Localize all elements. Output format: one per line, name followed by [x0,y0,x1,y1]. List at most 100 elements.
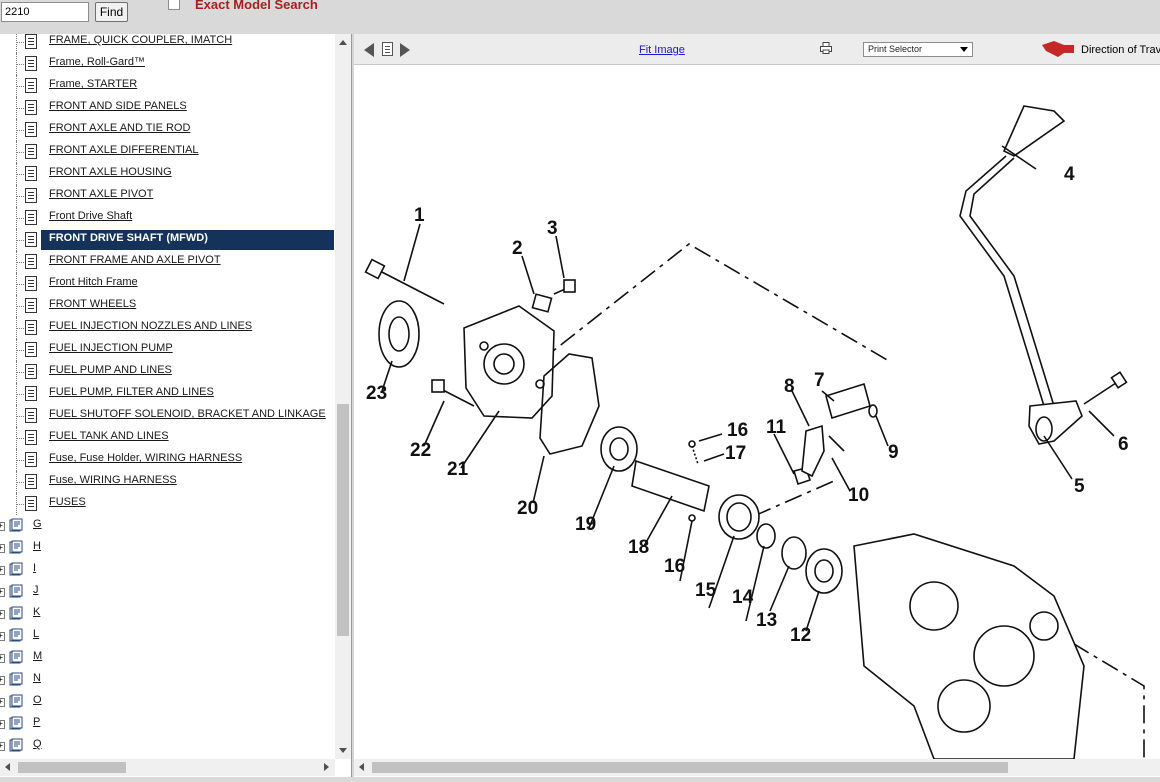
expand-plus-icon[interactable]: + [0,610,5,619]
print-selector-dropdown[interactable]: Print Selector [863,42,973,57]
expand-plus-icon[interactable]: + [0,742,5,751]
tree-item[interactable]: FUEL SHUTOFF SOLENOID, BRACKET AND LINKA… [0,405,335,427]
document-icon[interactable] [382,42,393,56]
callout-13[interactable]: 13 [756,610,777,631]
tree-item-label[interactable]: FUEL INJECTION PUMP [49,342,173,354]
callout-19[interactable]: 19 [575,514,596,535]
tree-item-label[interactable]: FRONT AXLE PIVOT [49,188,154,200]
tree-group-k[interactable]: +K [0,603,335,625]
callout-9[interactable]: 9 [888,442,899,463]
tree-item[interactable]: FRONT AND SIDE PANELS [0,97,335,119]
tree-item[interactable]: FRAME, QUICK COUPLER, IMATCH [0,34,335,53]
tree-group-g[interactable]: +G [0,515,335,537]
callout-22[interactable]: 22 [410,440,431,461]
callout-17[interactable]: 17 [725,443,746,464]
tree-item-label[interactable]: Frame, STARTER [49,78,138,90]
callout-4[interactable]: 4 [1064,164,1075,185]
expand-plus-icon[interactable]: + [0,522,5,531]
callout-23[interactable]: 23 [366,383,387,404]
tree-item[interactable]: FRONT DRIVE SHAFT (MFWD) [0,229,335,251]
tree-item-label[interactable]: Front Drive Shaft [49,210,133,222]
tree-item[interactable]: FUEL TANK AND LINES [0,427,335,449]
tree-item-label[interactable]: FUEL PUMP, FILTER AND LINES [49,386,214,398]
tree-group-label[interactable]: K [33,606,41,618]
callout-14[interactable]: 14 [732,587,754,608]
printer-icon[interactable] [820,42,832,54]
tree-group-label[interactable]: G [33,518,42,530]
tree-group-label[interactable]: I [33,562,37,574]
tree-group-h[interactable]: +H [0,537,335,559]
tree-group-q[interactable]: +Q [0,735,335,757]
scroll-left-arrow-icon[interactable] [359,763,364,771]
tree-item[interactable]: Fuse, Fuse Holder, WIRING HARNESS [0,449,335,471]
tree-vertical-scrollbar[interactable] [335,34,351,759]
tree-item-label[interactable]: FRONT FRAME AND AXLE PIVOT [49,254,221,266]
tree-group-l[interactable]: +L [0,625,335,647]
scroll-thumb[interactable] [337,404,349,636]
model-search-input[interactable] [1,2,89,22]
tree-group-label[interactable]: L [33,628,40,640]
callout-6[interactable]: 6 [1118,434,1129,455]
tree-item-label[interactable]: FUEL TANK AND LINES [49,430,169,442]
scroll-left-arrow-icon[interactable] [5,763,10,771]
expand-plus-icon[interactable]: + [0,588,5,597]
tree-item-label[interactable]: FRONT DRIVE SHAFT (MFWD) [49,232,208,244]
callout-3[interactable]: 3 [547,218,558,239]
tree-item-label[interactable]: FRONT AND SIDE PANELS [49,100,187,112]
tree-item[interactable]: FUSES [0,493,335,515]
tree-item-label[interactable]: Frame, Roll-Gard™ [49,56,145,68]
tree-item[interactable]: FUEL INJECTION NOZZLES AND LINES [0,317,335,339]
callout-15[interactable]: 15 [695,580,717,601]
tree-item[interactable]: Front Drive Shaft [0,207,335,229]
tree-item-label[interactable]: FRONT AXLE HOUSING [49,166,172,178]
fit-image-link[interactable]: Fit Image [639,44,685,56]
tree-item-label[interactable]: Fuse, WIRING HARNESS [49,474,177,486]
tree-item[interactable]: FRONT WHEELS [0,295,335,317]
callout-11[interactable]: 11 [766,417,787,438]
tree-group-p[interactable]: +P [0,713,335,735]
scroll-right-arrow-icon[interactable] [324,763,329,771]
expand-plus-icon[interactable]: + [0,544,5,553]
tree-group-j[interactable]: +J [0,581,335,603]
tree-group-i[interactable]: +I [0,559,335,581]
tree-item-label[interactable]: FRAME, QUICK COUPLER, IMATCH [49,34,233,46]
arrow-left-icon[interactable] [364,43,374,57]
callout-16-bottom[interactable]: 16 [664,556,685,577]
tree-horizontal-scrollbar[interactable] [0,759,335,776]
tree-item-label[interactable]: FRONT AXLE AND TIE ROD [49,122,191,134]
tree-item[interactable]: Front Hitch Frame [0,273,335,295]
expand-plus-icon[interactable]: + [0,654,5,663]
tree-group-o[interactable]: +O [0,691,335,713]
tree-item-label[interactable]: FUEL SHUTOFF SOLENOID, BRACKET AND LINKA… [49,408,326,420]
arrow-right-icon[interactable] [400,43,410,57]
tree-item[interactable]: FRONT FRAME AND AXLE PIVOT [0,251,335,273]
scroll-thumb[interactable] [372,762,1008,773]
expand-plus-icon[interactable]: + [0,720,5,729]
tree-item[interactable]: Fuse, WIRING HARNESS [0,471,335,493]
callout-16-top[interactable]: 16 [727,420,748,441]
find-button[interactable]: Find [95,2,128,22]
callout-18[interactable]: 18 [628,537,649,558]
tree-item[interactable]: FRONT AXLE AND TIE ROD [0,119,335,141]
tree-item-label[interactable]: FRONT AXLE DIFFERENTIAL [49,144,199,156]
tree-item-label[interactable]: Fuse, Fuse Holder, WIRING HARNESS [49,452,243,464]
callout-7[interactable]: 7 [814,370,825,391]
callout-10[interactable]: 10 [848,485,869,506]
callout-8[interactable]: 8 [784,376,795,397]
expand-plus-icon[interactable]: + [0,676,5,685]
expand-plus-icon[interactable]: + [0,566,5,575]
parts-diagram[interactable]: 1 2 3 4 5 6 7 8 9 10 11 12 13 14 15 16 1… [354,66,1160,759]
scroll-down-arrow-icon[interactable] [339,748,347,753]
callout-1[interactable]: 1 [414,205,425,226]
exact-model-search-checkbox[interactable] [168,0,180,10]
tree-item[interactable]: FUEL PUMP, FILTER AND LINES [0,383,335,405]
tree-item-label[interactable]: FRONT WHEELS [49,298,137,310]
tree-item[interactable]: FUEL PUMP AND LINES [0,361,335,383]
scroll-thumb[interactable] [18,762,126,773]
tree-item-label[interactable]: FUEL INJECTION NOZZLES AND LINES [49,320,253,332]
expand-plus-icon[interactable]: + [0,632,5,641]
tree-item[interactable]: FRONT AXLE DIFFERENTIAL [0,141,335,163]
tree-item[interactable]: FUEL INJECTION PUMP [0,339,335,361]
tree-item-label[interactable]: FUSES [49,496,86,508]
tree-item[interactable]: FRONT AXLE HOUSING [0,163,335,185]
